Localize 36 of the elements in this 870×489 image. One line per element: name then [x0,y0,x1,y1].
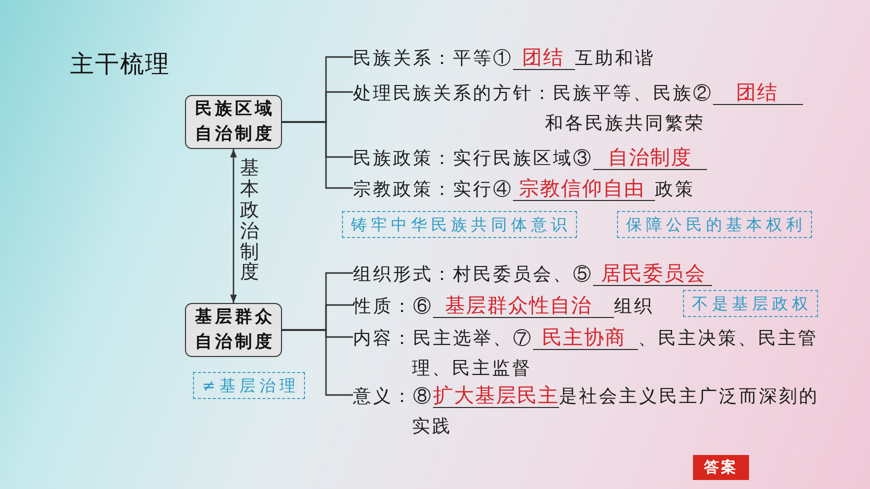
title: 主干梳理 [70,49,170,79]
statement-text: 民族政策：实行民族区域③ [353,148,593,169]
fill-in-line: 基层群众性自治 [433,293,614,318]
statement-text: 是社会主义民主广泛而深刻的 [559,386,819,407]
double-arrow [230,149,237,303]
statement-text: 互助和谐 [575,48,655,69]
statement-text: 意义：⑧ [353,386,433,407]
system-box: 基层群众自治制度 [185,303,282,357]
note-box: 保障公民的基本权利 [617,211,812,238]
connector-line [282,121,353,189]
statement-text: 性质：⑥ [353,296,433,317]
fill-in-line: 团结 [713,80,803,105]
answer-button: 答案 [693,455,749,480]
statement-text: 实践 [412,415,453,439]
edge-label: 基本政治制度 [240,158,259,284]
statement-text: 、民主决策、民主管 [638,328,818,349]
statement-text: 宗教政策：实行④ [353,179,513,200]
statement-text: 民族关系：平等① [353,48,513,69]
statement-text: 组织形式：村民委员会、⑤ [353,264,593,285]
statement-text: 处理民族关系的方针：民族平等、民族② [353,83,713,104]
statement-text: 政策 [655,179,695,200]
note-box: 铸牢中华民族共同体意识 [342,211,577,238]
system-box: 民族区域自治制度 [185,95,282,149]
statement-text: 组织 [614,296,654,317]
fill-in-line: 居民委员会 [593,261,712,286]
note-box: 不是基层政权 [683,290,818,317]
statement-text: 理、民主监督 [412,357,533,381]
statement-text: 内容：民主选举、⑦ [353,328,533,349]
fill-in-line: 自治制度 [593,145,707,170]
statement-text: 和各民族共同繁荣 [545,112,706,136]
fill-in-line: 团结 [513,45,575,70]
fill-in-line: 扩大基层民主 [433,383,559,408]
fill-in-line: 宗教信仰自由 [513,176,655,201]
fill-in-line: 民主协商 [533,325,638,350]
note-box: ≠基层治理 [193,372,306,399]
connector-line [282,329,353,396]
